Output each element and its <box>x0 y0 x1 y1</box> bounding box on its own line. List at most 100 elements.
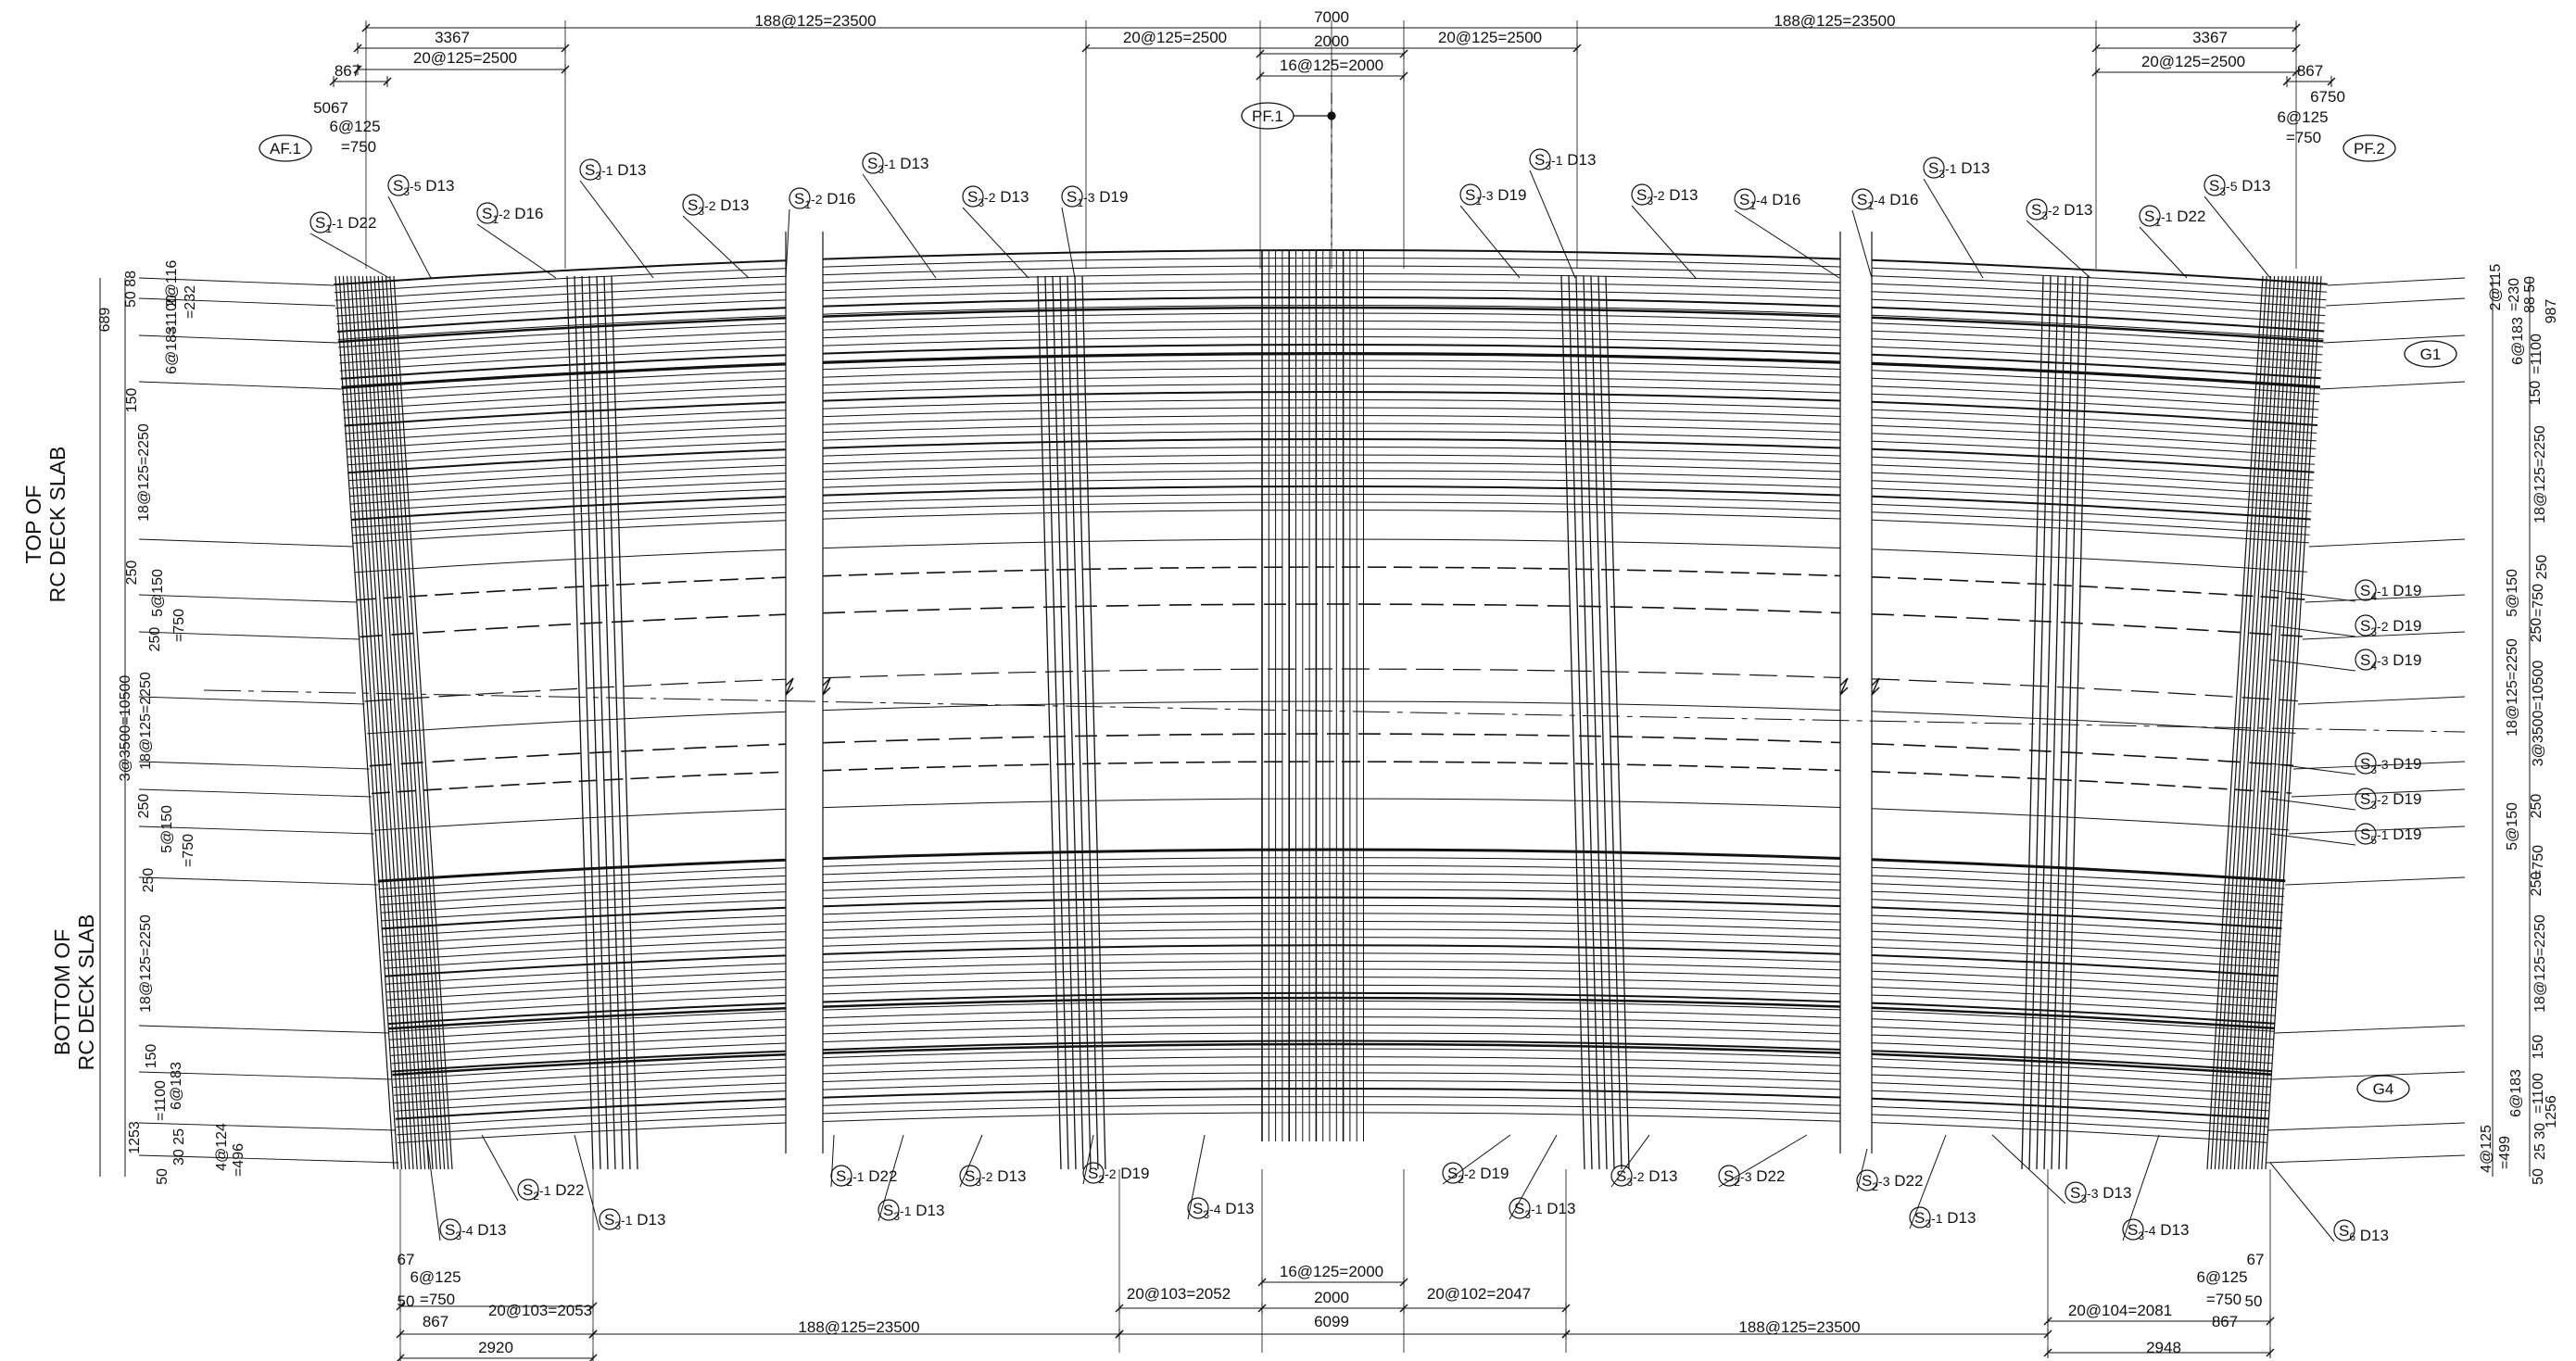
bar-mark-leader <box>1509 1134 1558 1220</box>
transverse-bar <box>1871 1114 2267 1136</box>
transverse-bar <box>335 291 787 317</box>
bar-mark-suffix: -1 <box>2377 584 2389 599</box>
transverse-bar <box>822 913 1841 923</box>
extension-line <box>138 381 342 390</box>
bar-mark-circle <box>599 1208 621 1230</box>
dim-left-rotated: =496 <box>231 1143 246 1177</box>
bar-mark-letter: S <box>1465 186 1475 204</box>
bar-mark-index: 1 <box>1077 196 1083 209</box>
annotation-leaders <box>99 20 2531 1361</box>
bar-mark: S2-3 D22 <box>1718 1165 1785 1189</box>
bar-mark-diameter: D19 <box>1116 1165 1149 1182</box>
dim-right-6750: 6750 <box>2310 88 2345 106</box>
extension-line <box>2308 538 2466 548</box>
extension-line <box>2265 1154 2466 1164</box>
bar-mark-diameter: D19 <box>2388 790 2421 808</box>
transverse-bar <box>1871 930 2280 953</box>
transverse-bar <box>341 362 787 389</box>
transverse-bar <box>822 335 1841 347</box>
dim-bottom-left-750: =750 <box>420 1291 455 1308</box>
bar-mark-index: 5 <box>2370 834 2377 847</box>
bar-mark-index: 2 <box>846 1176 852 1189</box>
longitudinal-bar <box>347 275 407 1170</box>
dimension-tick <box>329 77 338 86</box>
dim-right-rotated: =1100 <box>2531 1073 2546 1114</box>
dim-left-rotated: 30 25 <box>171 1128 187 1166</box>
dim-right-rotated: 250 <box>2529 872 2544 897</box>
bar-mark-label: S1-2 D16 <box>794 190 855 211</box>
bar-mark-circle <box>1923 157 1945 179</box>
longitudinal-bar <box>1560 275 1585 1170</box>
dim-right-rotated: 6@183 <box>2508 1069 2524 1117</box>
bar-mark-suffix: -2 <box>704 198 716 213</box>
extension-line <box>138 538 354 548</box>
transverse-bar <box>1871 906 2282 929</box>
dim-left-rotated: 5@150 <box>159 805 175 853</box>
bar-mark-label: S3-2 D13 <box>1636 186 1698 208</box>
transverse-bar <box>822 952 1841 963</box>
bar-mark: S5-1 D19 <box>2355 823 2421 847</box>
transverse-bar <box>1871 1006 2275 1030</box>
bar-mark-circle <box>2355 614 2377 636</box>
transverse-bar <box>347 448 787 474</box>
longitudinal-bar <box>335 275 395 1170</box>
dim-bottom-right-867: 867 <box>2212 1313 2238 1330</box>
bar-mark-index: 1 <box>1749 199 1756 212</box>
bar-mark-circle <box>1718 1165 1740 1187</box>
dim-right-rotated: =499 <box>2497 1136 2513 1169</box>
transverse-bar <box>1871 495 2311 521</box>
transverse-bar <box>346 425 787 450</box>
dim-bottom-left-total: 2920 <box>478 1339 513 1356</box>
bar-mark-index: 3 <box>403 185 410 198</box>
extension-line <box>2323 334 2466 344</box>
transverse-bar <box>1871 1010 2275 1032</box>
transverse-bar <box>822 272 1841 284</box>
bar-mark: S4-3 D19 <box>2355 649 2421 673</box>
bar-mark-letter: S <box>585 161 595 179</box>
bar-mark-letter: S <box>2339 1222 2349 1240</box>
bar-mark-circle <box>1061 185 1083 208</box>
bar-mark-letter: S <box>2031 201 2041 219</box>
extension-line <box>138 631 360 640</box>
bar-mark-circle <box>1909 1206 1931 1229</box>
extension-line <box>138 1154 399 1164</box>
transverse-bar <box>1871 1050 2272 1073</box>
transverse-bar <box>822 454 1841 465</box>
bar-mark-letter: S <box>604 1211 614 1229</box>
bar-mark-index: 3 <box>2080 1192 2087 1205</box>
bar-mark-leader <box>387 195 432 279</box>
bar-mark-label: S3-2 D13 <box>1616 1167 1677 1189</box>
transverse-bar <box>349 473 787 498</box>
extension-line <box>138 1071 393 1080</box>
bar-mark-suffix: -2 <box>1464 1166 1476 1181</box>
transverse-bar <box>822 1087 1841 1099</box>
dim-right-rotated: =230 <box>2507 278 2522 311</box>
bar-mark-diameter: D13 <box>715 196 749 214</box>
extension-line <box>2285 876 2466 886</box>
bar-mark-index: 3 <box>893 1210 900 1223</box>
dim-bottom-right-sub: 20@104=2081 <box>2068 1302 2172 1319</box>
bar-mark-letter: S <box>2360 755 2370 773</box>
bar-mark-label: S1-1 D22 <box>315 214 376 235</box>
transverse-bar <box>822 937 1841 947</box>
tag-g1: G1 <box>2420 346 2442 363</box>
transverse-bar <box>1871 472 2313 497</box>
transverse-bar <box>1871 711 2296 734</box>
bar-mark-leader <box>1610 1134 1650 1188</box>
transverse-bar <box>1871 678 2298 702</box>
bar-mark-index: 1 <box>1475 195 1482 208</box>
transverse-bar <box>1871 346 2322 372</box>
dim-right-rotated: 50 <box>2531 1168 2546 1185</box>
bar-mark-index: 2 <box>1872 1180 1878 1193</box>
transverse-bar <box>1871 743 2294 767</box>
transverse-bar <box>822 383 1841 394</box>
longitudinal-bar <box>1583 275 1608 1170</box>
bar-mark-circle <box>1856 1169 1878 1191</box>
bar-mark-suffix: -4 <box>2144 1223 2156 1238</box>
transverse-bar <box>1871 939 2280 961</box>
bar-mark-leader <box>1061 207 1076 279</box>
bar-mark-diameter: D19 <box>2388 651 2421 669</box>
bar-mark-diameter: D13 <box>995 188 1029 206</box>
bar-mark-label: S1-2 D16 <box>482 205 543 226</box>
transverse-bar <box>346 433 787 458</box>
